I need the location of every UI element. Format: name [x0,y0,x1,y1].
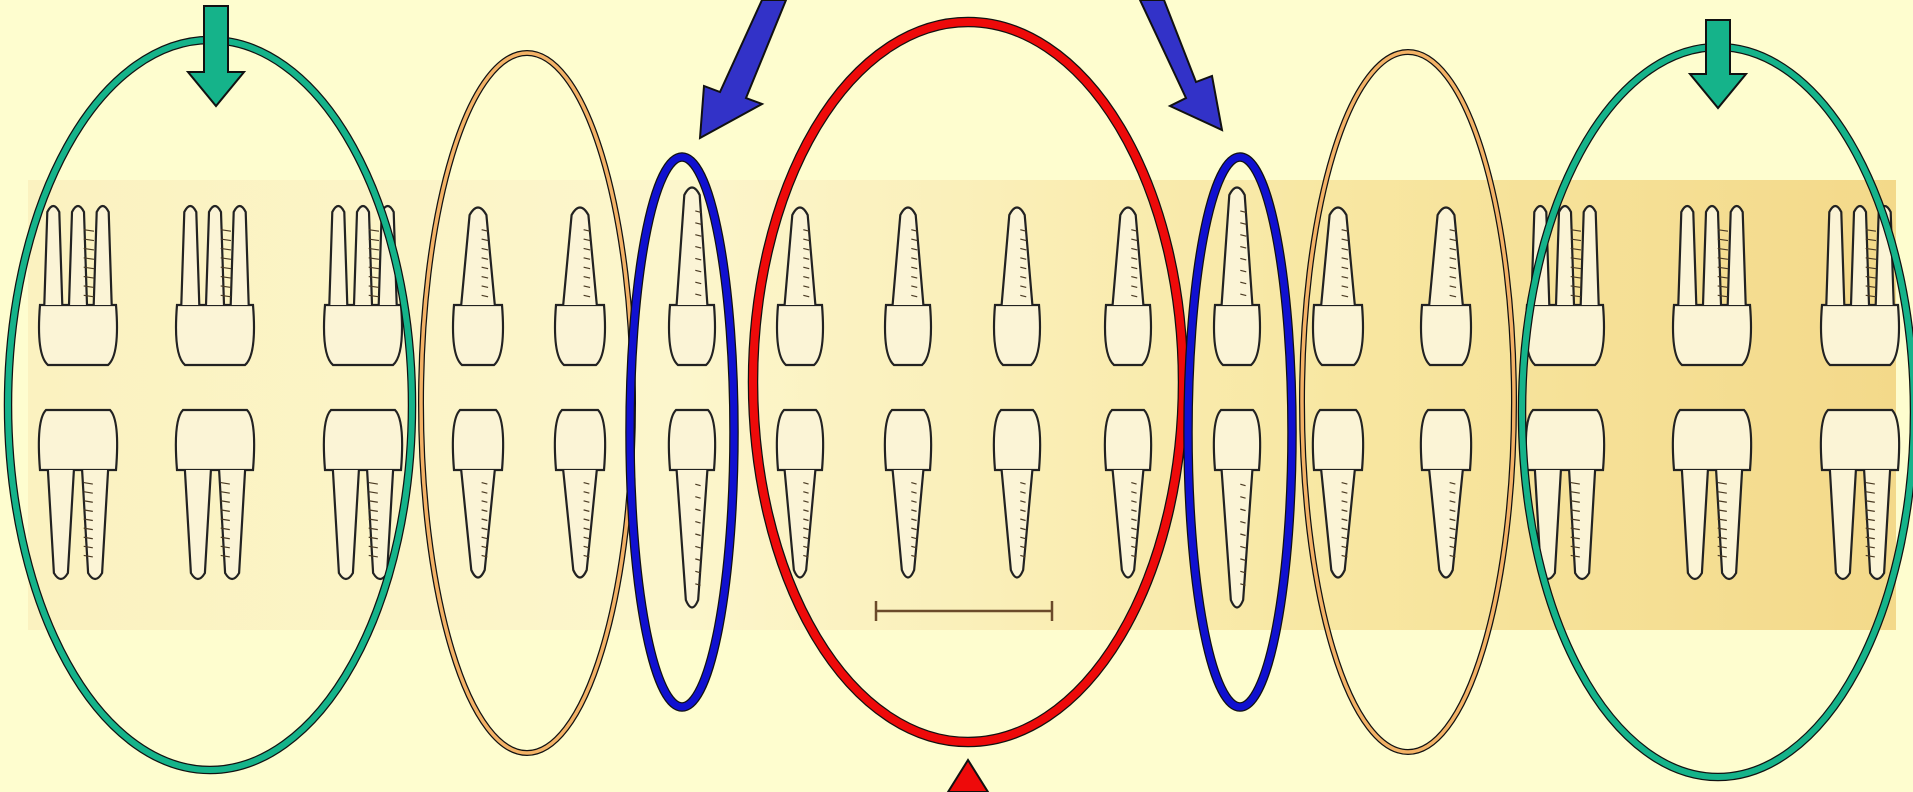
molar-arrow-right-icon [1690,20,1746,108]
incisor-arrow-icon [948,760,988,792]
upper-tooth-molars-left-2 [176,206,254,365]
canine-arrow-left-icon [700,0,786,138]
upper-tooth-molars-left-1 [39,206,117,365]
canine-arrow-right-icon [1140,0,1222,130]
upper-tooth-molars-right-2 [1673,206,1751,365]
teeth-plate [28,180,1896,630]
molar-arrow-left-icon [188,6,244,106]
